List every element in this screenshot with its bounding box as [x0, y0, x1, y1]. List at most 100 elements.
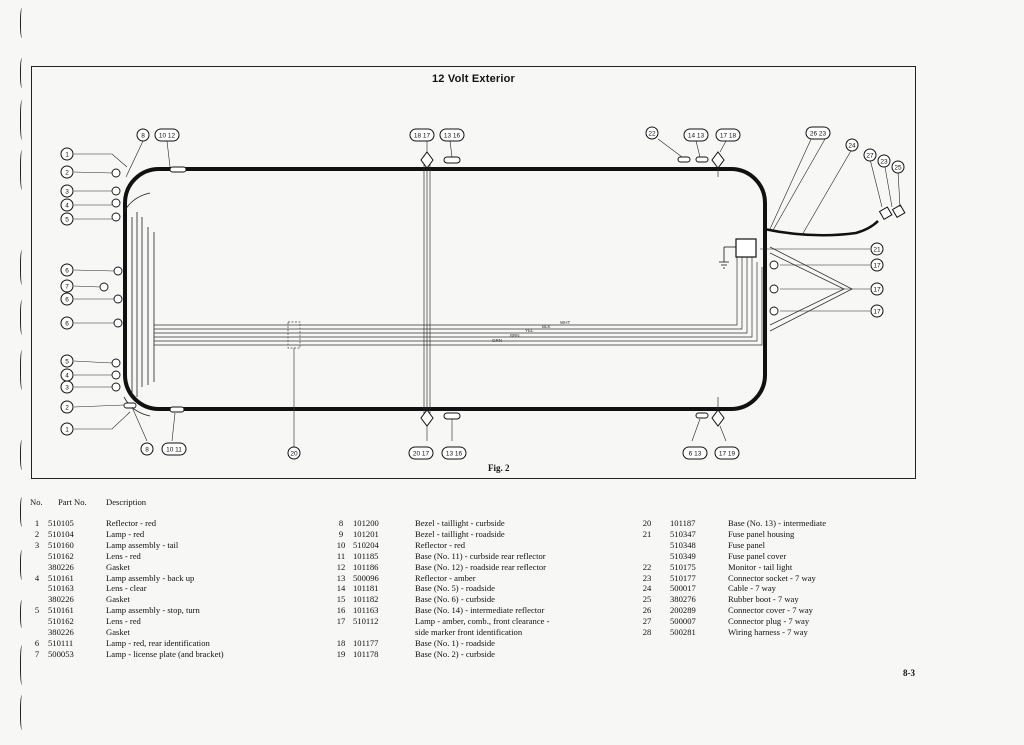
callout-text: 6: [65, 297, 69, 304]
callout-text: 8: [141, 133, 145, 140]
lamp-icon: [99, 282, 109, 292]
legend-part: 510347: [670, 528, 696, 539]
callout-text: 8: [145, 447, 149, 454]
legend-no: [26, 551, 48, 562]
legend-desc: Reflector - red: [415, 539, 466, 550]
callout: 1: [60, 147, 74, 161]
callout: 4: [60, 368, 74, 382]
legend-desc: Cable - 7 way: [728, 583, 776, 594]
callout: 8: [136, 128, 150, 142]
callout-text: 20 17: [413, 451, 430, 458]
legend-part: 510349: [670, 550, 696, 561]
callout: 10 11: [161, 442, 187, 456]
wiring-diagram: WHT BLK YEL BRN GRN: [60, 126, 906, 460]
legend-desc: Lamp - amber, comb., front clearance -: [415, 616, 550, 627]
callout: 18 17: [409, 128, 435, 142]
diagram-title: 12 Volt Exterior: [431, 73, 516, 85]
legend-part: 500007: [670, 616, 696, 627]
reflector-icon: [695, 156, 709, 163]
callout-text: 1: [65, 152, 69, 159]
legend-no: [26, 583, 48, 594]
legend-no: 6: [34, 637, 40, 648]
lamp-icon: [769, 284, 779, 294]
callout-text: 22: [648, 131, 656, 138]
seven-way-cable: [763, 220, 879, 237]
marker-lamp-icon: [711, 409, 725, 427]
reflector-icon: [169, 166, 187, 173]
callout: 17: [870, 282, 884, 296]
diagram-frame: 12 Volt Exterior WHT BLK YEL: [31, 66, 916, 479]
callout-text: 14 13: [688, 133, 705, 140]
lamp-icon: [113, 294, 123, 304]
legend-part: 101163: [353, 605, 379, 616]
wire-label: YEL: [525, 328, 534, 333]
legend-desc: Base (No. 1) - roadside: [415, 637, 495, 648]
legend-desc: Fuse panel: [728, 539, 765, 550]
callout-text: 17: [873, 287, 881, 294]
legend-row: side marker front identification: [333, 627, 549, 638]
callout-text: 21: [873, 247, 881, 254]
callout: 10 12: [154, 128, 180, 142]
callout-text: 17 18: [720, 133, 737, 140]
lamp-icon: [111, 168, 121, 178]
legend-desc: Lens - clear: [106, 583, 147, 594]
legend-no: 7: [34, 648, 40, 659]
callout-text: 10 11: [166, 447, 182, 454]
callout: 2: [60, 165, 74, 179]
legend-part: 510163: [48, 583, 74, 594]
callout-text: 3: [65, 385, 69, 392]
legend-part: 101201: [353, 528, 379, 539]
callout-text: 1: [65, 427, 69, 434]
callout: 17: [870, 304, 884, 318]
callout-text: 6: [65, 268, 69, 275]
binding-mark: [20, 497, 25, 527]
callout-text: 26 23: [810, 131, 827, 138]
callout: 3: [60, 380, 74, 394]
legend-no: 23: [642, 572, 652, 583]
page-number: 8-3: [903, 668, 915, 678]
legend-no: 28: [642, 627, 652, 638]
callout: 13 16: [439, 128, 465, 142]
callout-text: 5: [65, 217, 69, 224]
legend-part: 101186: [353, 561, 379, 572]
legend-desc: Base (No. 11) - curbside rear reflector: [415, 550, 546, 561]
binding-mark: [20, 100, 25, 140]
lamp-icon: [111, 186, 121, 196]
legend-no: 14: [336, 583, 346, 594]
legend-no: [26, 627, 48, 638]
legend-part: 510204: [353, 539, 379, 550]
callout-text: 17: [873, 263, 881, 270]
legend-desc: side marker front identification: [415, 627, 523, 638]
wire-label: BRN: [510, 333, 520, 338]
callout: 7: [60, 279, 74, 293]
callout: 27: [863, 148, 877, 162]
callout: 6: [60, 263, 74, 277]
legend-desc: Lamp - red: [106, 528, 145, 539]
legend-part: 510175: [670, 561, 696, 572]
legend-part: 380226: [48, 594, 74, 605]
legend-no: 24: [642, 583, 652, 594]
callouts: 1 2 3 4 5 6 7 6 6 5 4 3 2 1 8 10 12 18 1…: [60, 126, 905, 460]
callout-text: 6: [65, 321, 69, 328]
legend-part: 101182: [353, 594, 379, 605]
callout-text: 27: [866, 153, 874, 160]
binding-mark: [20, 440, 25, 470]
legend-part: 510160: [48, 539, 74, 550]
legend-no: 18: [336, 637, 346, 648]
legend-no: 22: [642, 561, 652, 572]
legend-part: 510348: [670, 539, 696, 550]
